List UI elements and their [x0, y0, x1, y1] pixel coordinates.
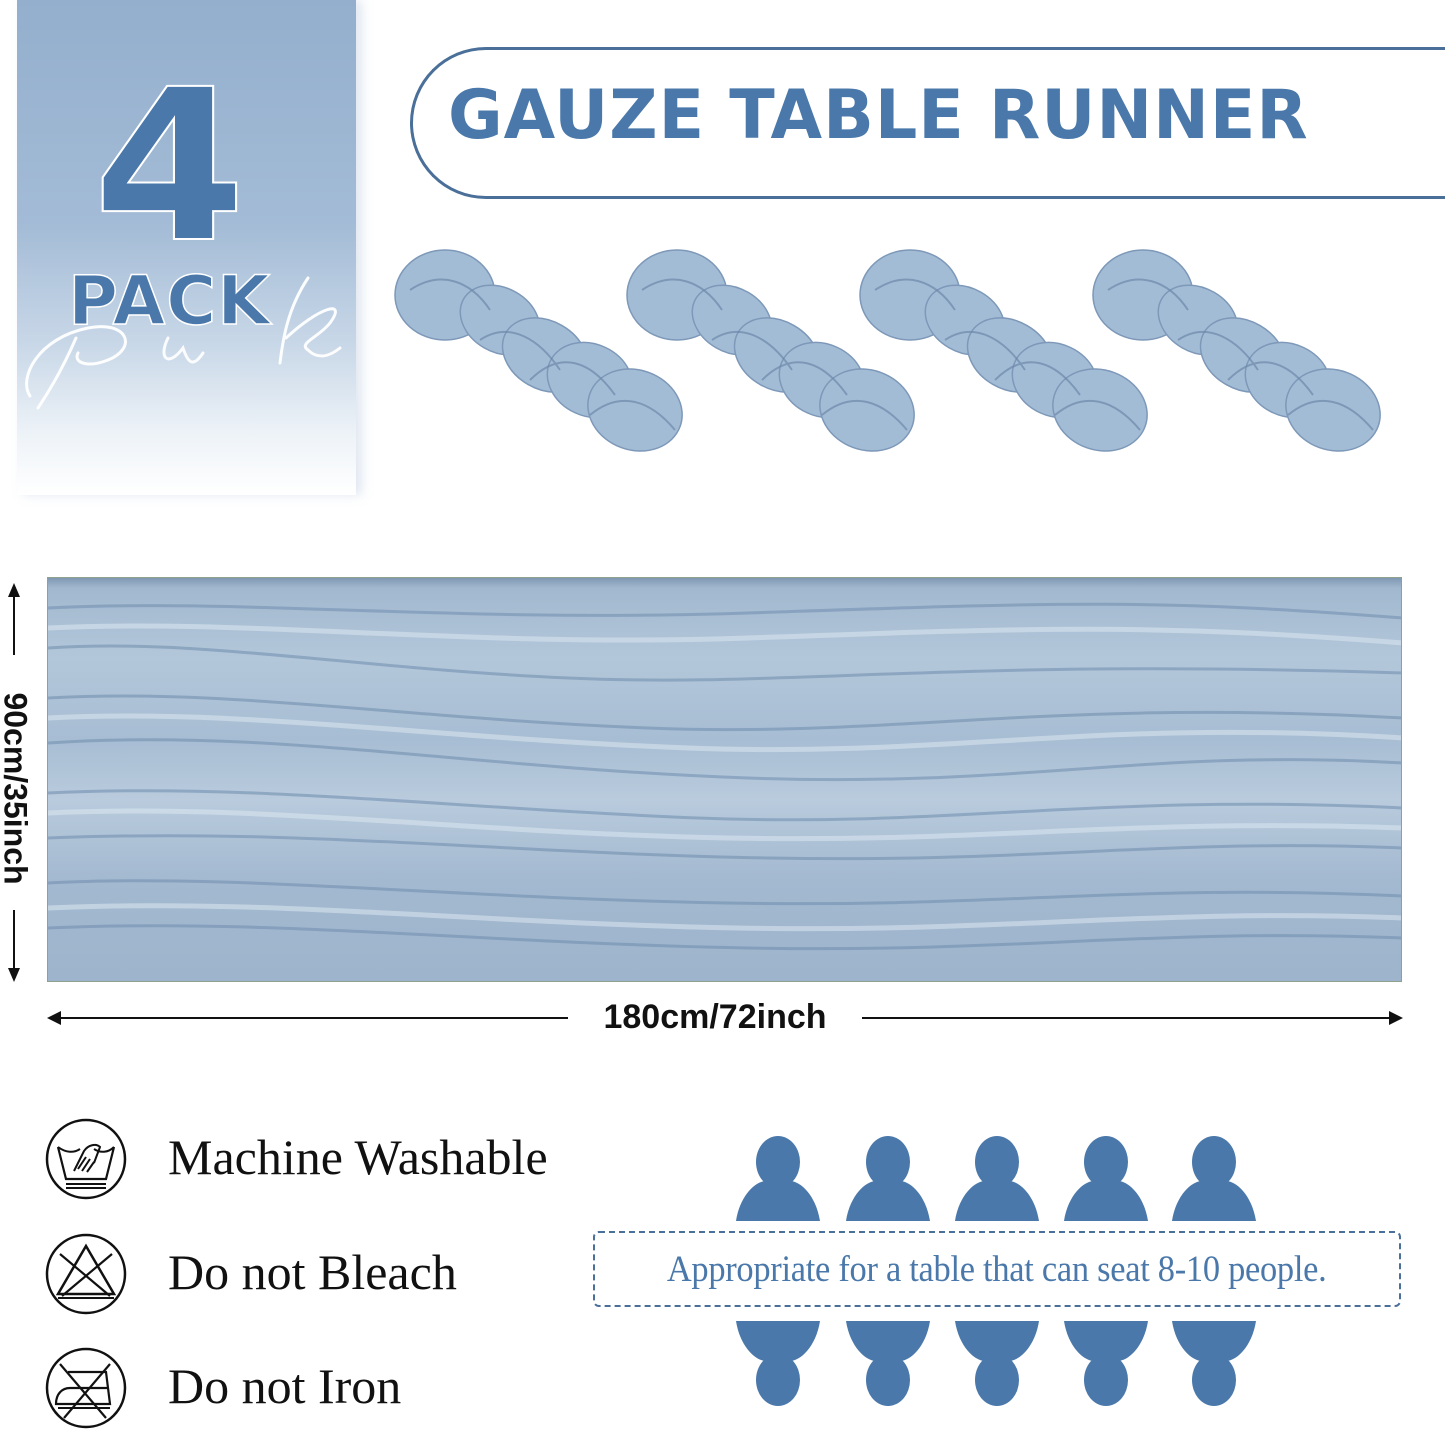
height-dimension-line	[13, 910, 15, 972]
width-dimension-line	[862, 1017, 1392, 1019]
fabric-preview	[47, 577, 1402, 982]
product-skeins	[390, 240, 1400, 470]
care-item-machine-wash: Machine Washable	[44, 1117, 604, 1201]
product-title: GAUZE TABLE RUNNER	[448, 76, 1309, 155]
person-icon	[846, 1321, 930, 1406]
care-label: Do not Iron	[168, 1358, 402, 1414]
pack-badge-panel	[17, 0, 356, 495]
person-icon	[1172, 1321, 1256, 1406]
seating-capacity-text: Appropriate for a table that can seat 8-…	[667, 1248, 1327, 1290]
care-item-no-bleach: Do not Bleach	[44, 1232, 604, 1316]
seating-capacity-note: Appropriate for a table that can seat 8-…	[593, 1231, 1401, 1307]
person-icon	[955, 1136, 1039, 1221]
title-banner	[410, 47, 1445, 199]
height-dimension-label: 90cm/35inch	[0, 692, 34, 885]
no-bleach-icon	[45, 1233, 127, 1315]
arrow-right-icon	[1389, 1011, 1403, 1025]
fabric-wrinkles	[48, 602, 1401, 951]
twisted-runner-image	[859, 249, 1148, 452]
care-label: Machine Washable	[168, 1129, 548, 1185]
twisted-runner-image	[1092, 249, 1381, 452]
arrow-left-icon	[47, 1011, 61, 1025]
person-icon	[846, 1136, 930, 1221]
person-icon	[1172, 1136, 1256, 1221]
person-icon	[1064, 1136, 1148, 1221]
person-icon	[736, 1321, 820, 1406]
machine-wash-icon	[45, 1118, 127, 1200]
twisted-runner-image	[626, 249, 915, 452]
person-icon	[1064, 1321, 1148, 1406]
seating-diagram	[590, 1135, 1410, 1425]
height-dimension-line	[13, 595, 15, 655]
care-label: Do not Bleach	[168, 1244, 457, 1300]
person-icon	[736, 1136, 820, 1221]
person-icon	[955, 1321, 1039, 1406]
care-item-no-iron: Do not Iron	[44, 1346, 604, 1430]
no-iron-icon	[45, 1347, 127, 1429]
pack-label: PACK	[67, 262, 271, 341]
width-dimension-label: 180cm/72inch	[603, 998, 827, 1036]
arrow-up-icon	[8, 583, 20, 597]
pack-script-decoration	[25, 276, 342, 410]
arrow-down-icon	[8, 968, 20, 982]
width-dimension-line	[58, 1017, 568, 1019]
pack-count: 4	[92, 44, 248, 289]
twisted-runner-image	[394, 249, 683, 452]
